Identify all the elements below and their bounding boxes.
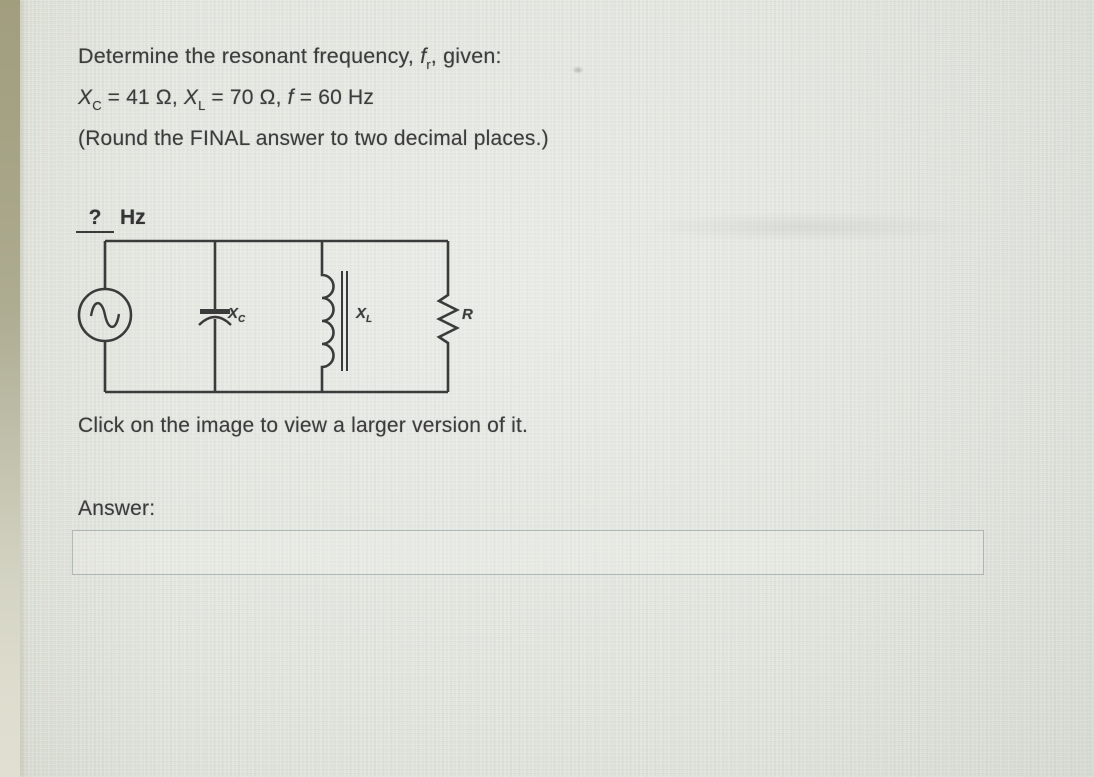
xc-value: = 41 Ω, bbox=[101, 86, 184, 109]
answer-label: Answer: bbox=[78, 497, 156, 520]
frequency-variable: f bbox=[420, 44, 427, 68]
photo-artifact-dot bbox=[572, 66, 584, 74]
answer-blank: ? Hz bbox=[76, 206, 146, 233]
ac-source-icon bbox=[77, 241, 133, 392]
xc-variable: X bbox=[78, 86, 93, 109]
inductor-icon bbox=[320, 241, 348, 392]
photo-smudge bbox=[640, 212, 970, 242]
image-caption: Click on the image to view a larger vers… bbox=[78, 414, 529, 437]
xl-variable: X bbox=[183, 86, 199, 109]
frequency-variable-subscript: r bbox=[426, 57, 431, 72]
circuit-image[interactable]: XC XL R bbox=[70, 225, 490, 405]
resistor-label: R bbox=[462, 306, 473, 323]
question-line-1-text: Determine the resonant frequency, bbox=[78, 44, 421, 68]
xc-subscript: C bbox=[92, 98, 102, 113]
blank-question-mark: ? bbox=[76, 206, 114, 233]
xl-value: = 70 Ω, bbox=[205, 86, 288, 109]
rounding-note: (Round the FINAL answer to two decimal p… bbox=[78, 127, 549, 150]
screen-edge-strip bbox=[0, 0, 20, 777]
xl-subscript: L bbox=[198, 98, 206, 113]
given-values-line: XC = 41 Ω, XL = 70 Ω, f = 60 Hz bbox=[78, 86, 375, 113]
capacitor-icon bbox=[198, 241, 232, 392]
inductor-label: XL bbox=[356, 305, 373, 325]
answer-input[interactable] bbox=[72, 530, 984, 575]
question-line-1: Determine the resonant frequency, fr, gi… bbox=[78, 44, 502, 72]
question-line-1-tail: , given: bbox=[430, 44, 502, 68]
capacitor-label: XC bbox=[228, 305, 246, 325]
resistor-icon bbox=[436, 241, 460, 392]
blank-unit: Hz bbox=[120, 206, 146, 229]
f-value: = 60 Hz bbox=[293, 86, 375, 109]
f-variable: f bbox=[287, 86, 294, 109]
circuit-diagram bbox=[77, 239, 460, 394]
